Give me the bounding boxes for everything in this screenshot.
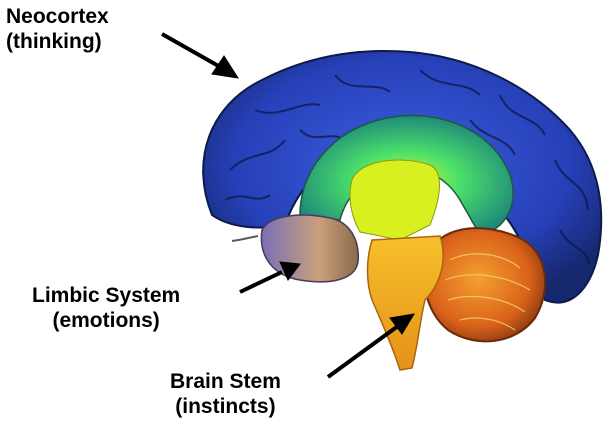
limbic-label: Limbic System (emotions) bbox=[32, 283, 180, 333]
limbic-temporal-lobe bbox=[261, 215, 358, 282]
neocortex-arrowhead bbox=[212, 56, 238, 78]
neocortex-title: Neocortex bbox=[6, 4, 109, 29]
neocortex-label: Neocortex (thinking) bbox=[6, 4, 109, 54]
limbic-subtitle: (emotions) bbox=[32, 308, 180, 333]
brainstem-title: Brain Stem bbox=[170, 369, 281, 394]
optic-nerve bbox=[232, 236, 258, 241]
brainstem-label: Brain Stem (instincts) bbox=[170, 369, 281, 419]
limbic-title: Limbic System bbox=[32, 283, 180, 308]
brainstem-arrow bbox=[328, 326, 398, 377]
neocortex-arrow bbox=[162, 34, 222, 68]
thalamus-region bbox=[350, 160, 439, 240]
brainstem-subtitle: (instincts) bbox=[170, 394, 281, 419]
neocortex-subtitle: (thinking) bbox=[6, 29, 109, 54]
limbic-arrow bbox=[240, 272, 282, 292]
